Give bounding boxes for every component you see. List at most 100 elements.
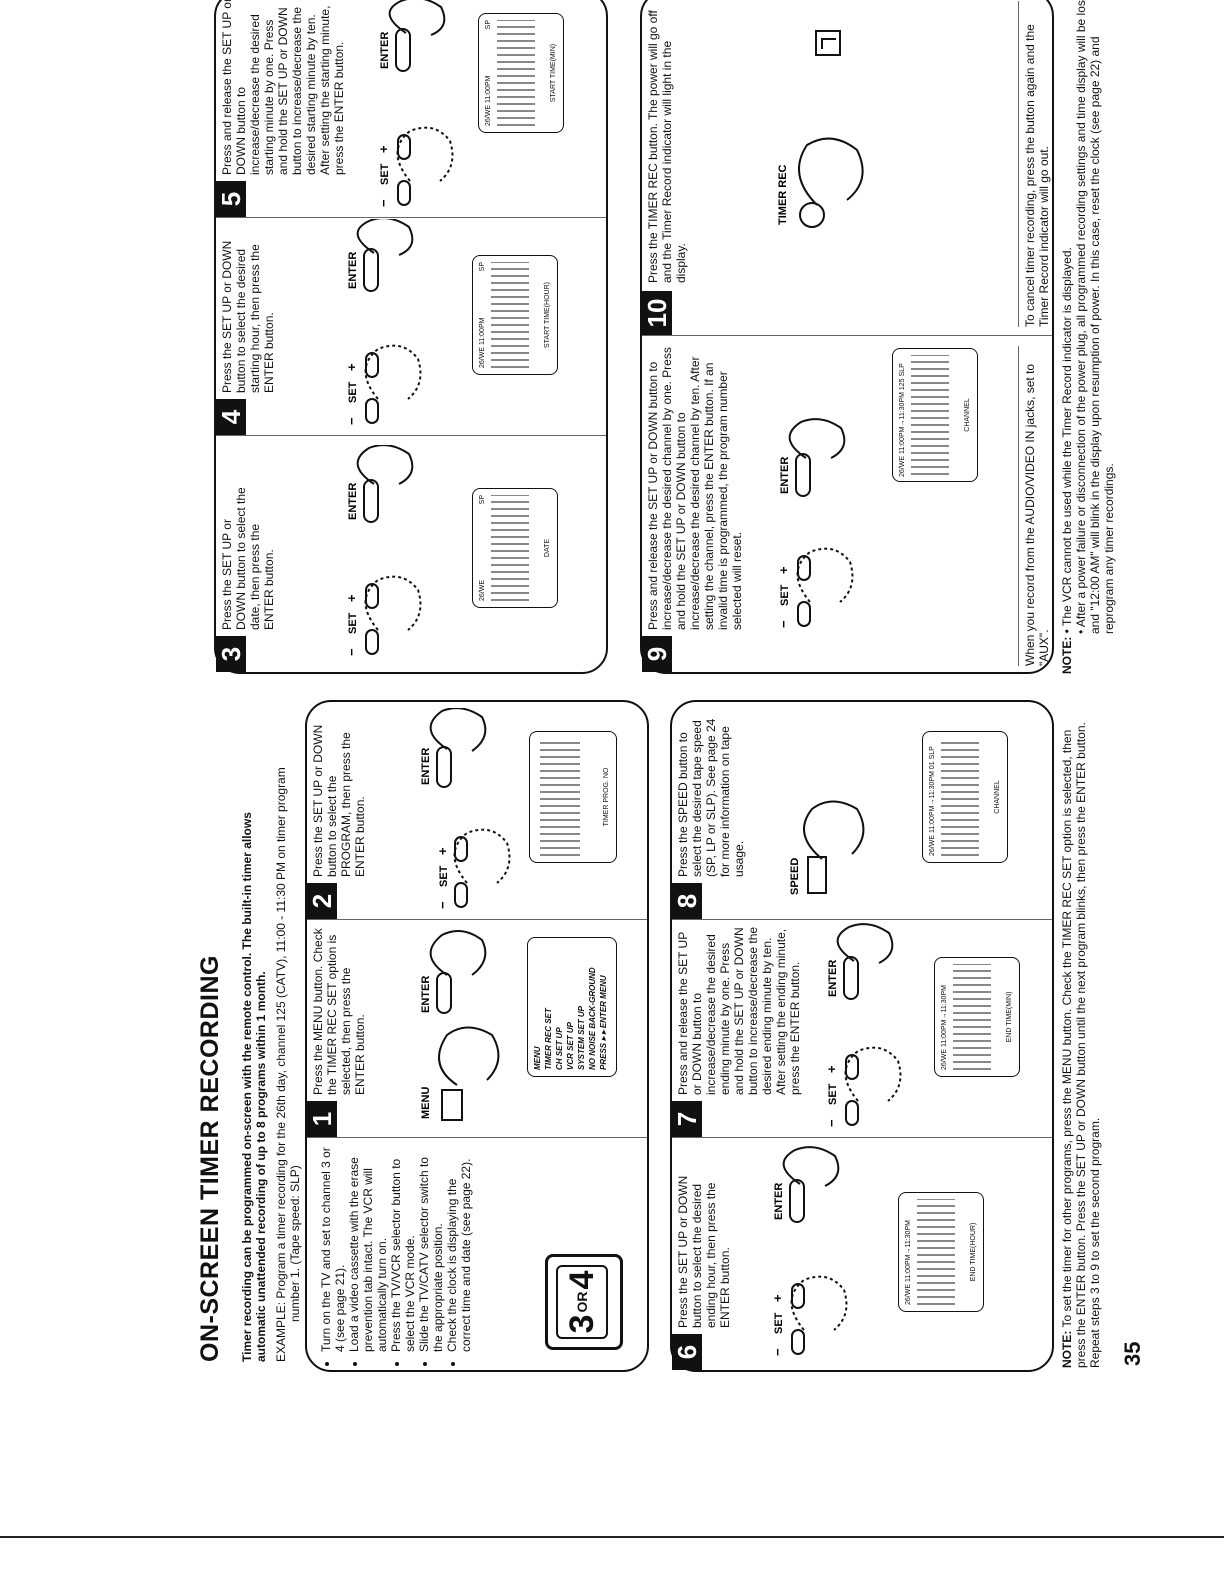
menu-line: VCR SET UP <box>566 1021 575 1070</box>
svg-text:+: + <box>770 1294 785 1302</box>
page-number-left: 35 <box>1120 1341 1145 1366</box>
panel-steps-1-2: Turn on the TV and set to channel 3 or 4… <box>305 700 649 1372</box>
menu-line: TIMER REC SET <box>544 1008 553 1070</box>
svg-text:+: + <box>376 145 391 153</box>
end-hour-screen: 26/WE 11:00PM→11:30PM END TIME(HOUR) <box>898 1192 984 1312</box>
note-right: NOTE: • The VCR cannot be used while the… <box>1060 0 1116 674</box>
step-1: 1 Press the MENU button. Check the TIMER… <box>307 919 647 1138</box>
set-enter-illustration: − SET + ENTER <box>824 923 902 1127</box>
svg-text:+: + <box>344 363 359 371</box>
menu-screen: MENU TIMER REC SET CH SET UP VCR SET UP … <box>527 937 617 1077</box>
step-text: Press the SET UP or DOWN button to selec… <box>220 240 276 393</box>
step-number: 3 <box>216 636 246 672</box>
step-number: 9 <box>642 636 672 672</box>
menu-line: MENU <box>533 1046 542 1070</box>
step-8: 8 Press the SPEED button to select the d… <box>672 701 1052 920</box>
svg-text:+: + <box>776 566 791 574</box>
menu-enter-illustration: MENU ENTER <box>420 930 500 1121</box>
step-number: 2 <box>307 883 337 919</box>
step-text: Press the SET UP or DOWN button to selec… <box>676 1175 732 1328</box>
menu-line: SYSTEM SET UP <box>577 1005 586 1070</box>
svg-text:−: − <box>824 1119 839 1127</box>
step-number: 4 <box>216 399 246 435</box>
note-left: NOTE: To set the timer for other program… <box>1060 722 1102 1368</box>
svg-text:−: − <box>344 417 359 425</box>
svg-text:+: + <box>435 847 450 855</box>
prep-bullet: Load a video cassette with the erase pre… <box>347 1147 389 1352</box>
prep-section: Turn on the TV and set to channel 3 or 4… <box>307 1138 647 1370</box>
svg-text:SET: SET <box>773 1312 785 1334</box>
svg-text:SET: SET <box>347 381 359 403</box>
svg-text:SET: SET <box>779 584 791 606</box>
step-number: 7 <box>672 1101 702 1137</box>
screen-caption: END TIME(MIN) <box>1006 991 1013 1043</box>
svg-text:ENTER: ENTER <box>347 252 359 289</box>
menu-line: CH SET UP <box>555 1027 564 1070</box>
svg-text:−: − <box>776 620 791 628</box>
step-number: 10 <box>642 291 672 335</box>
step-7: 7 Press and release the SET UP or DOWN b… <box>672 919 1052 1138</box>
svg-text:ENTER: ENTER <box>779 457 791 494</box>
intro-text: Timer recording can be programmed on-scr… <box>240 812 268 1362</box>
start-min-screen: 26/WE 11:00PM SP START TIME(MIN) <box>478 13 564 133</box>
menu-line: NO NOISE BACK-GROUND <box>588 967 597 1070</box>
page-title: ON-SCREEN TIMER RECORDING <box>196 955 224 1362</box>
svg-text:SET: SET <box>438 865 450 887</box>
example-text: EXAMPLE: Program a timer recording for t… <box>274 767 302 1362</box>
set-enter-illustration: − SET + ENTER <box>770 1146 848 1356</box>
screen-caption: TIMER PROG. NO <box>603 767 610 827</box>
set-enter-illustration: − SET + ENTER <box>776 418 854 628</box>
step-5: 5 Press and release the SET UP or DOWN b… <box>216 0 606 218</box>
step-number: 1 <box>307 1101 337 1137</box>
screen-caption: START TIME(MIN) <box>550 43 557 103</box>
start-hour-screen: 26/WE 11:00PM SP START TIME(HOUR) <box>472 255 558 375</box>
svg-text:+: + <box>344 594 359 602</box>
svg-text:−: − <box>376 199 391 207</box>
speed-button-label: SPEED <box>789 858 801 895</box>
step-10: 10 Press the TIMER REC button. The power… <box>642 0 1052 336</box>
menu-line: PRESS ▸ ▸ ENTER MENU <box>599 975 608 1070</box>
screen-caption: CHANNEL <box>964 398 971 432</box>
step-text: Press the SPEED button to select the des… <box>676 718 746 877</box>
prep-bullet: Press the TV/VCR selector button to sele… <box>389 1147 417 1352</box>
page-border-line <box>0 1536 1224 1538</box>
svg-text:ENTER: ENTER <box>379 32 391 69</box>
timer-rec-button-label: TIMER REC <box>777 164 789 225</box>
cancel-note: To cancel timer recording, press the but… <box>1018 1 1051 327</box>
step-2: 2 Press the SET UP or DOWN button to sel… <box>307 701 647 920</box>
svg-text:SET: SET <box>827 1083 839 1105</box>
panel-steps-6-8: 6 Press the SET UP or DOWN button to sel… <box>670 700 1054 1372</box>
speed-illustration: SPEED <box>789 800 865 895</box>
step-9: 9 Press and release the SET UP or DOWN b… <box>642 336 1052 672</box>
aux-note: When you record from the AUDIO/VIDEO IN … <box>1018 346 1051 666</box>
prep-bullet: Check the clock is displaying the correc… <box>445 1147 473 1352</box>
set-enter-illustration: − SET + ENTER <box>344 445 422 656</box>
set-enter-illustration: − SET + ENTER <box>420 708 511 909</box>
step-text: Press and release the SET UP or DOWN but… <box>220 0 346 175</box>
panel-steps-3-5: 3 Press the SET UP or DOWN button to sel… <box>214 0 608 674</box>
step-number: 6 <box>672 1334 702 1370</box>
step-number: 8 <box>672 883 702 919</box>
step-number: 5 <box>216 181 246 217</box>
step-6: 6 Press the SET UP or DOWN button to sel… <box>672 1138 1052 1370</box>
date-screen: 26/WE SP DATE <box>472 488 558 608</box>
svg-text:SET: SET <box>379 163 391 185</box>
step-text: Press the TIMER REC button. The power wi… <box>646 10 688 283</box>
prep-bullet-list: Turn on the TV and set to channel 3 or 4… <box>319 1147 473 1364</box>
prep-bullet: Turn on the TV and set to channel 3 or 4… <box>319 1147 347 1352</box>
svg-text:SET: SET <box>347 612 359 634</box>
screen-caption: CHANNEL <box>994 780 1001 814</box>
step-text: Press and release the SET UP or DOWN but… <box>676 926 802 1095</box>
svg-text:ENTER: ENTER <box>827 960 839 997</box>
step-3: 3 Press the SET UP or DOWN button to sel… <box>216 436 606 672</box>
svg-text:−: − <box>344 648 359 656</box>
rotated-manual-spread: ON-SCREEN TIMER RECORDING Timer recordin… <box>196 0 1160 1392</box>
screen-caption: DATE <box>544 538 551 558</box>
end-min-screen: 26/WE 11:00PM→11:30PM END TIME(MIN) <box>934 957 1020 1077</box>
set-enter-illustration: − SET + ENTER <box>344 219 422 425</box>
step-4: 4 Press the SET UP or DOWN button to sel… <box>216 217 606 436</box>
svg-text:ENTER: ENTER <box>773 1183 785 1220</box>
svg-text:+: + <box>824 1065 839 1073</box>
menu-button-label: MENU <box>420 1087 432 1119</box>
